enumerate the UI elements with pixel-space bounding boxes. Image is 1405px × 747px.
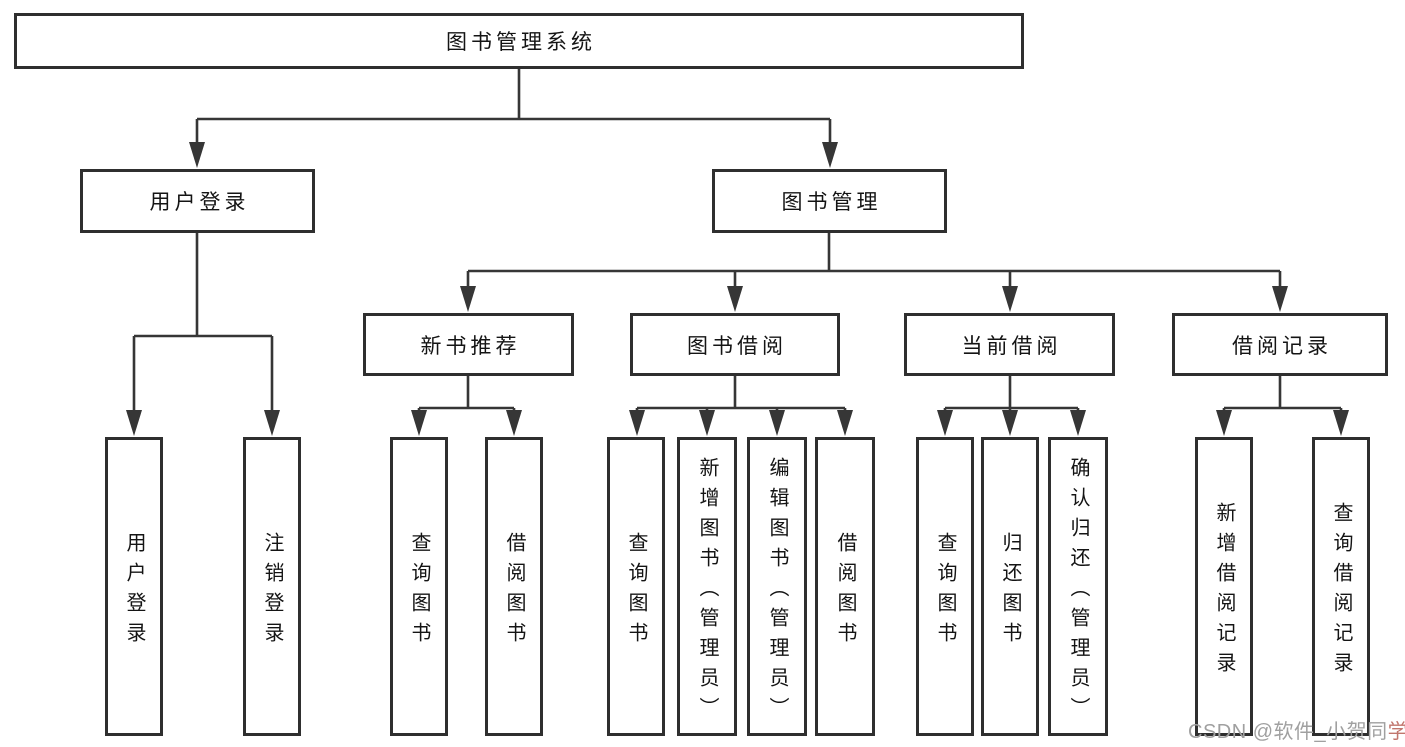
leaf-label: 新增借阅记录 — [1213, 501, 1235, 682]
leaf-label: 查询借阅记录 — [1330, 501, 1352, 682]
arrowhead — [506, 410, 522, 436]
leaf-query-books-borrow: 查询图书 — [607, 437, 665, 736]
leaf-query-borrow-record: 查询借阅记录 — [1312, 437, 1370, 736]
leaf-label: 查询图书 — [625, 531, 647, 652]
arrowhead — [629, 410, 645, 436]
arrowhead — [1002, 410, 1018, 436]
arrowhead — [411, 410, 427, 436]
leaf-add-books-admin: 新增图书（管理员） — [677, 437, 737, 736]
arrowhead — [189, 142, 205, 168]
node-root: 图书管理系统 — [14, 13, 1024, 69]
node-book-management-label: 图书管理 — [781, 191, 882, 214]
connector-new-book-recommend-children — [411, 376, 522, 436]
leaf-label: 借阅图书 — [834, 531, 856, 652]
leaf-user-login: 用户登录 — [105, 437, 163, 736]
arrowhead — [727, 286, 743, 312]
node-book-management: 图书管理 — [712, 169, 947, 233]
leaf-label: 借阅图书 — [503, 531, 525, 652]
leaf-query-books-recommend: 查询图书 — [390, 437, 448, 736]
leaf-label: 新增图书（管理员） — [696, 456, 718, 727]
connector-user-login-children — [126, 233, 280, 436]
node-root-label: 图书管理系统 — [446, 31, 596, 54]
connector-root-to-level1 — [189, 69, 838, 168]
leaf-return-books: 归还图书 — [981, 437, 1039, 736]
arrowhead — [460, 286, 476, 312]
node-new-book-recommend: 新书推荐 — [363, 313, 574, 376]
leaf-add-borrow-record: 新增借阅记录 — [1195, 437, 1253, 736]
arrowhead — [264, 410, 280, 436]
node-borrow-records: 借阅记录 — [1172, 313, 1388, 376]
leaf-label: 编辑图书（管理员） — [766, 456, 788, 727]
node-user-login-label: 用户登录 — [149, 191, 250, 214]
node-book-borrow-label: 图书借阅 — [687, 334, 787, 358]
arrowhead — [1002, 286, 1018, 312]
leaf-borrow-books-recommend: 借阅图书 — [485, 437, 543, 736]
leaf-logout: 注销登录 — [243, 437, 301, 736]
leaf-label: 确认归还（管理员） — [1067, 456, 1089, 727]
arrowhead — [769, 410, 785, 436]
leaf-label: 注销登录 — [261, 531, 283, 652]
leaf-label: 查询图书 — [408, 531, 430, 652]
leaf-label: 归还图书 — [999, 531, 1021, 652]
arrowhead — [1333, 410, 1349, 436]
arrowhead — [699, 410, 715, 436]
arrowhead — [1216, 410, 1232, 436]
connector-borrow-records-children — [1216, 376, 1349, 436]
node-borrow-records-label: 借阅记录 — [1232, 334, 1332, 358]
node-new-book-recommend-label: 新书推荐 — [420, 334, 521, 358]
node-current-borrow-label: 当前借阅 — [961, 334, 1062, 358]
node-user-login: 用户登录 — [80, 169, 315, 233]
arrowhead — [837, 410, 853, 436]
node-current-borrow: 当前借阅 — [904, 313, 1115, 376]
leaf-label: 用户登录 — [123, 531, 145, 652]
leaf-query-books-current: 查询图书 — [916, 437, 974, 736]
leaf-borrow-books: 借阅图书 — [815, 437, 875, 736]
arrowhead — [1272, 286, 1288, 312]
leaf-edit-books-admin: 编辑图书（管理员） — [747, 437, 807, 736]
connector-book-borrow-children — [629, 376, 853, 436]
arrowhead — [126, 410, 142, 436]
arrowhead — [1070, 410, 1086, 436]
csdn-watermark: CSDN @软件_小贺同学 — [1188, 715, 1405, 744]
csdn-watermark-red: 学 — [1387, 721, 1405, 743]
connector-current-borrow-children — [937, 376, 1086, 436]
csdn-watermark-gray: CSDN @软件_小贺同 — [1188, 721, 1388, 743]
arrowhead — [937, 410, 953, 436]
leaf-label: 查询图书 — [934, 531, 956, 652]
connector-book-management-to-level2 — [460, 233, 1288, 312]
leaf-confirm-return-admin: 确认归还（管理员） — [1048, 437, 1108, 736]
node-book-borrow: 图书借阅 — [630, 313, 840, 376]
arrowhead — [822, 142, 838, 168]
